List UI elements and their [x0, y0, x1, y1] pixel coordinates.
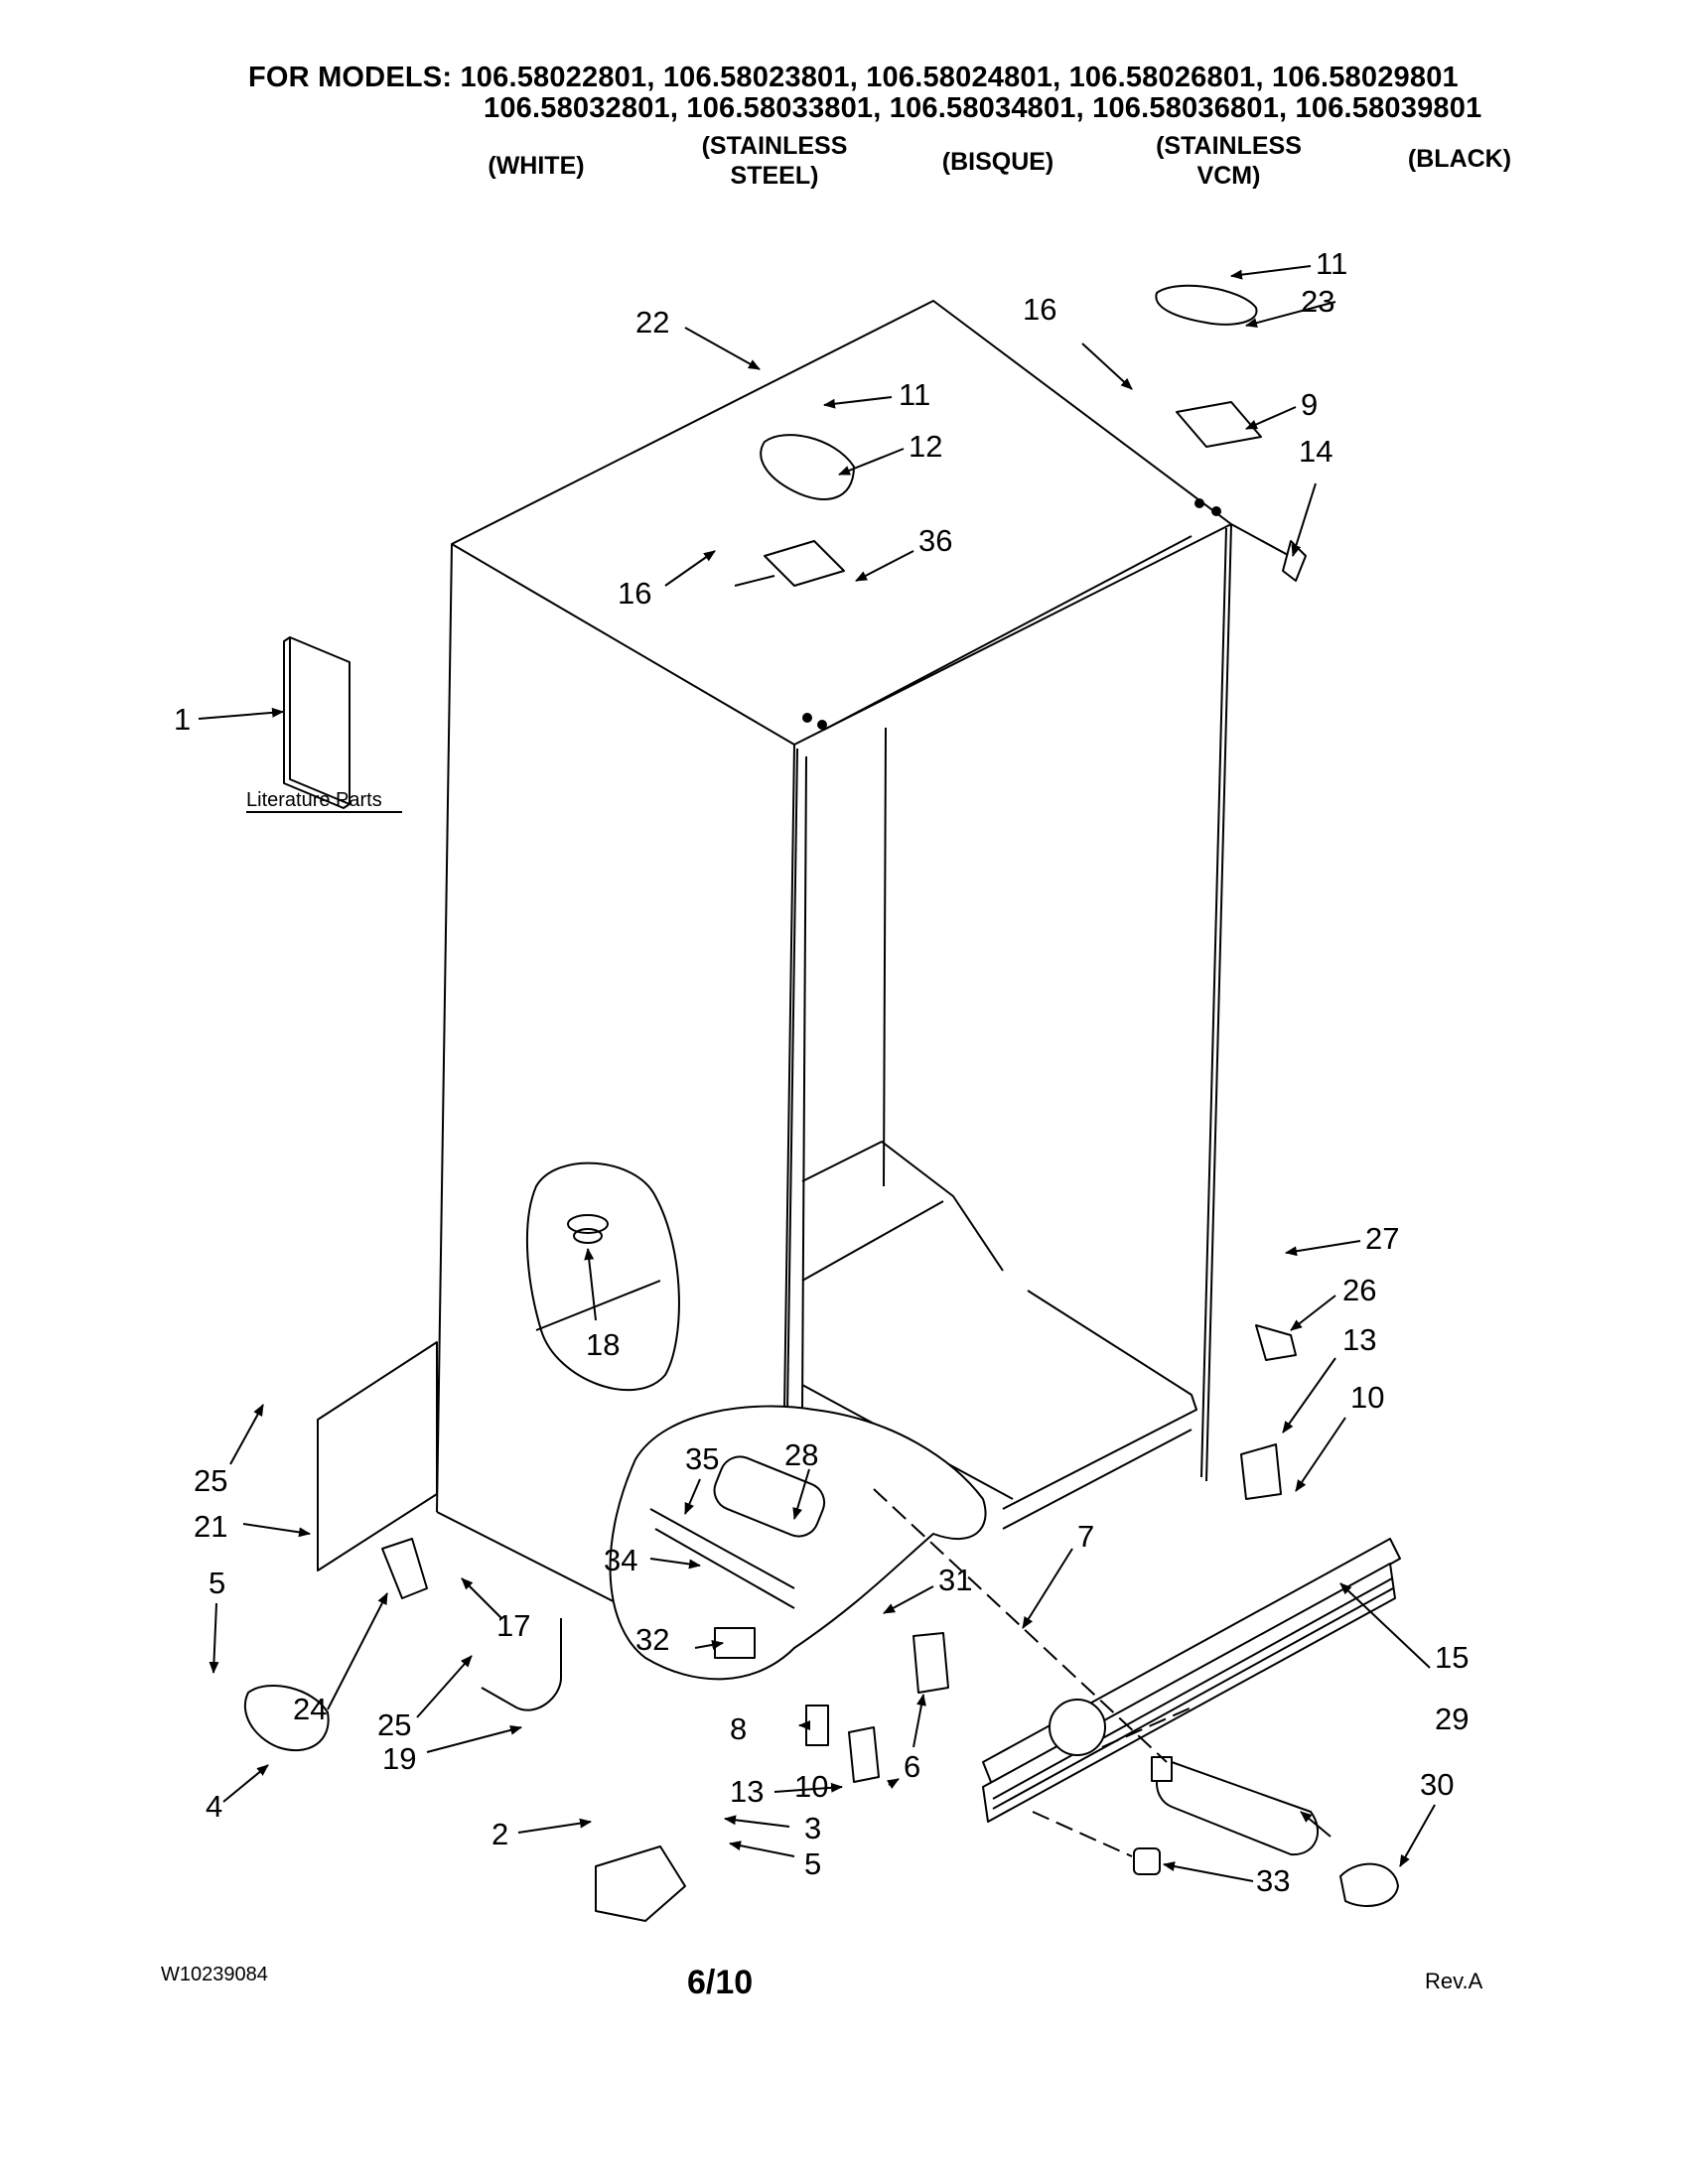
callout-12: 12: [909, 429, 942, 464]
color-stainless-vcm: (STAINLESS VCM): [1156, 132, 1302, 190]
callout-15: 15: [1435, 1640, 1469, 1675]
color-bisque: (BISQUE): [941, 148, 1054, 176]
hinge-cover-left: [760, 434, 855, 500]
models-list-1: 106.58022801, 106.58023801, 106.58024801…: [460, 62, 1459, 93]
water-filter-cartridge: [1151, 1756, 1320, 1856]
callout-24: 24: [293, 1692, 327, 1726]
literature-parts-booklet: [283, 636, 351, 809]
callout-23: 23: [1301, 284, 1334, 319]
callout-18: 18: [586, 1327, 620, 1362]
water-inlet-tube: [481, 1618, 562, 1711]
callout-34: 34: [604, 1543, 637, 1577]
lower-hinge-left: [595, 1845, 686, 1922]
callout-30: 30: [1420, 1767, 1454, 1802]
top-hinge-right: [1176, 401, 1262, 448]
callout-16-top: 16: [1023, 292, 1056, 327]
callout-6: 6: [904, 1749, 920, 1784]
hinge-cover-right: [1155, 284, 1258, 326]
page-number: 6/10: [687, 1964, 754, 2001]
callout-26: 26: [1342, 1273, 1376, 1307]
callout-16-mid: 16: [618, 576, 651, 611]
lower-hinge-bracket: [848, 1726, 880, 1783]
document-number: W10239084: [161, 1964, 268, 1985]
models-list-2: 106.58032801, 106.58033801, 106.58034801…: [484, 92, 1482, 124]
callout-22: 22: [635, 305, 669, 340]
callout-29: 29: [1435, 1702, 1469, 1736]
callout-32: 32: [635, 1622, 669, 1657]
callout-4: 4: [206, 1789, 222, 1824]
callout-25-lower: 25: [377, 1707, 411, 1742]
callout-5-bottom: 5: [804, 1846, 821, 1881]
callout-31: 31: [938, 1563, 972, 1597]
refrigerator-cabinet: [436, 300, 1300, 1654]
filter-housing-detail: [609, 1405, 987, 1681]
callout-17: 17: [496, 1608, 530, 1643]
callout-13-bottom: 13: [730, 1774, 764, 1809]
leveling-leg-detail: [525, 1161, 680, 1392]
rear-access-panel: [317, 1341, 438, 1571]
callout-labels: 1 2 3 4 5 5 6 7 8 9 10 10 11 11 12 13 13…: [174, 246, 1469, 1898]
callout-10-right: 10: [1350, 1380, 1384, 1415]
revision: Rev.A: [1425, 1969, 1483, 1993]
front-roller: [243, 1685, 330, 1752]
tube-clamp: [381, 1538, 428, 1599]
callout-2: 2: [491, 1817, 508, 1851]
callout-11-mid: 11: [899, 377, 930, 412]
callout-8: 8: [730, 1711, 747, 1746]
callout-3: 3: [804, 1811, 821, 1845]
color-black: (BLACK): [1407, 145, 1512, 173]
models-header-row-2: 106.58032801, 106.58033801, 106.58034801…: [484, 92, 1481, 125]
callout-5-left: 5: [209, 1566, 225, 1600]
callout-14: 14: [1299, 434, 1333, 469]
callout-11-top: 11: [1316, 246, 1347, 281]
mounting-plate: [805, 1705, 829, 1746]
callout-10-bottom: 10: [794, 1769, 828, 1804]
models-header-row-1: FOR MODELS: 106.58022801, 106.58023801, …: [248, 62, 1459, 94]
callout-21: 21: [194, 1509, 227, 1544]
color-white: (WHITE): [488, 152, 585, 180]
literature-parts-label: Literature Parts: [246, 789, 382, 811]
filter-cap: [1339, 1862, 1399, 1907]
models-label: FOR MODELS:: [248, 62, 453, 93]
callout-36: 36: [918, 523, 952, 558]
callout-35: 35: [685, 1441, 719, 1476]
callout-9: 9: [1301, 387, 1318, 422]
callout-19: 19: [382, 1741, 416, 1776]
water-valve-bracket: [912, 1632, 949, 1694]
callout-27: 27: [1365, 1221, 1399, 1256]
lower-hinge-right: [1240, 1443, 1282, 1500]
callout-7: 7: [1077, 1519, 1094, 1554]
callout-1: 1: [174, 702, 191, 737]
door-stop: [1282, 540, 1307, 582]
color-stainless-steel: (STAINLESS STEEL): [701, 132, 848, 190]
top-hinge-left: [734, 540, 845, 587]
bypass-plug: [1133, 1847, 1161, 1875]
callout-33: 33: [1256, 1863, 1290, 1898]
base-grille: [982, 1538, 1401, 1823]
callout-25-left: 25: [194, 1463, 227, 1498]
door-closer-cam: [1255, 1324, 1297, 1361]
callout-28: 28: [784, 1437, 818, 1472]
callout-13-right: 13: [1342, 1322, 1376, 1357]
